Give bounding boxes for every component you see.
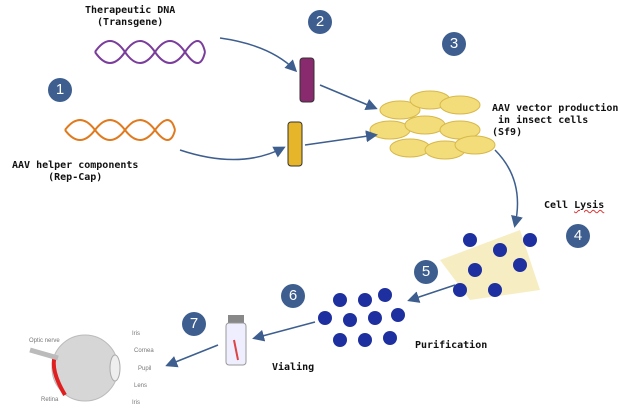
transgene-label: Therapeutic DNA (Transgene) (85, 5, 176, 28)
lysed-cells-capsids-icon (440, 230, 540, 300)
process-arrows (165, 37, 523, 368)
vialing-label: Vialing (272, 362, 315, 373)
step-4-badge: 4 (566, 224, 590, 248)
helper-dna-icon (64, 119, 176, 141)
arrow-tube1-to-cells (319, 84, 378, 111)
step-6-badge: 6 (281, 284, 305, 308)
arrow-cells-to-lysis (494, 149, 523, 228)
transgene-dna-icon (94, 40, 206, 64)
eye-label-retina: Retina (41, 397, 59, 403)
production-label: AAV vector production in insect cells (S… (492, 103, 619, 138)
insect-cells-icon (369, 90, 496, 160)
eye-label-optic-nerve: Optic nerve (29, 338, 60, 344)
purified-capsids-icon (318, 288, 405, 347)
step-3-badge: 3 (442, 32, 466, 56)
arrow-lysis-to-purification (407, 284, 456, 303)
eye-label-lens: Lens (134, 383, 148, 389)
eye-anatomy-icon (29, 334, 121, 402)
step-1-badge: 1 (48, 78, 72, 102)
helper-label: AAV helper components (Rep-Cap) (12, 160, 139, 183)
step-7-badge: 7 (182, 312, 206, 336)
arrow-dna-to-tube (219, 37, 298, 73)
eye-label-iris-top: Iris (132, 331, 140, 337)
arrow-tube2-to-cells (304, 130, 378, 146)
vial-icon (225, 315, 247, 366)
arrow-helper-to-tube (179, 146, 286, 161)
eye-label-pupil: Pupil (138, 366, 152, 372)
lysis-prefix: Cell (544, 200, 575, 211)
step-5-badge: 5 (414, 260, 438, 284)
eye-label-iris-bottom: Iris (132, 400, 140, 406)
step-2-badge: 2 (308, 10, 332, 34)
transgene-plasmid-tube-icon (299, 57, 315, 103)
lysis-word: Lysis (574, 200, 605, 211)
eye-label-cornea: Cornea (134, 348, 154, 354)
helper-plasmid-tube-icon (287, 121, 303, 167)
arrow-vial-to-eye (165, 344, 219, 368)
lysis-label: Cell Lysis (544, 200, 604, 212)
arrow-purification-to-vial (252, 321, 316, 342)
purification-label: Purification (415, 340, 488, 351)
